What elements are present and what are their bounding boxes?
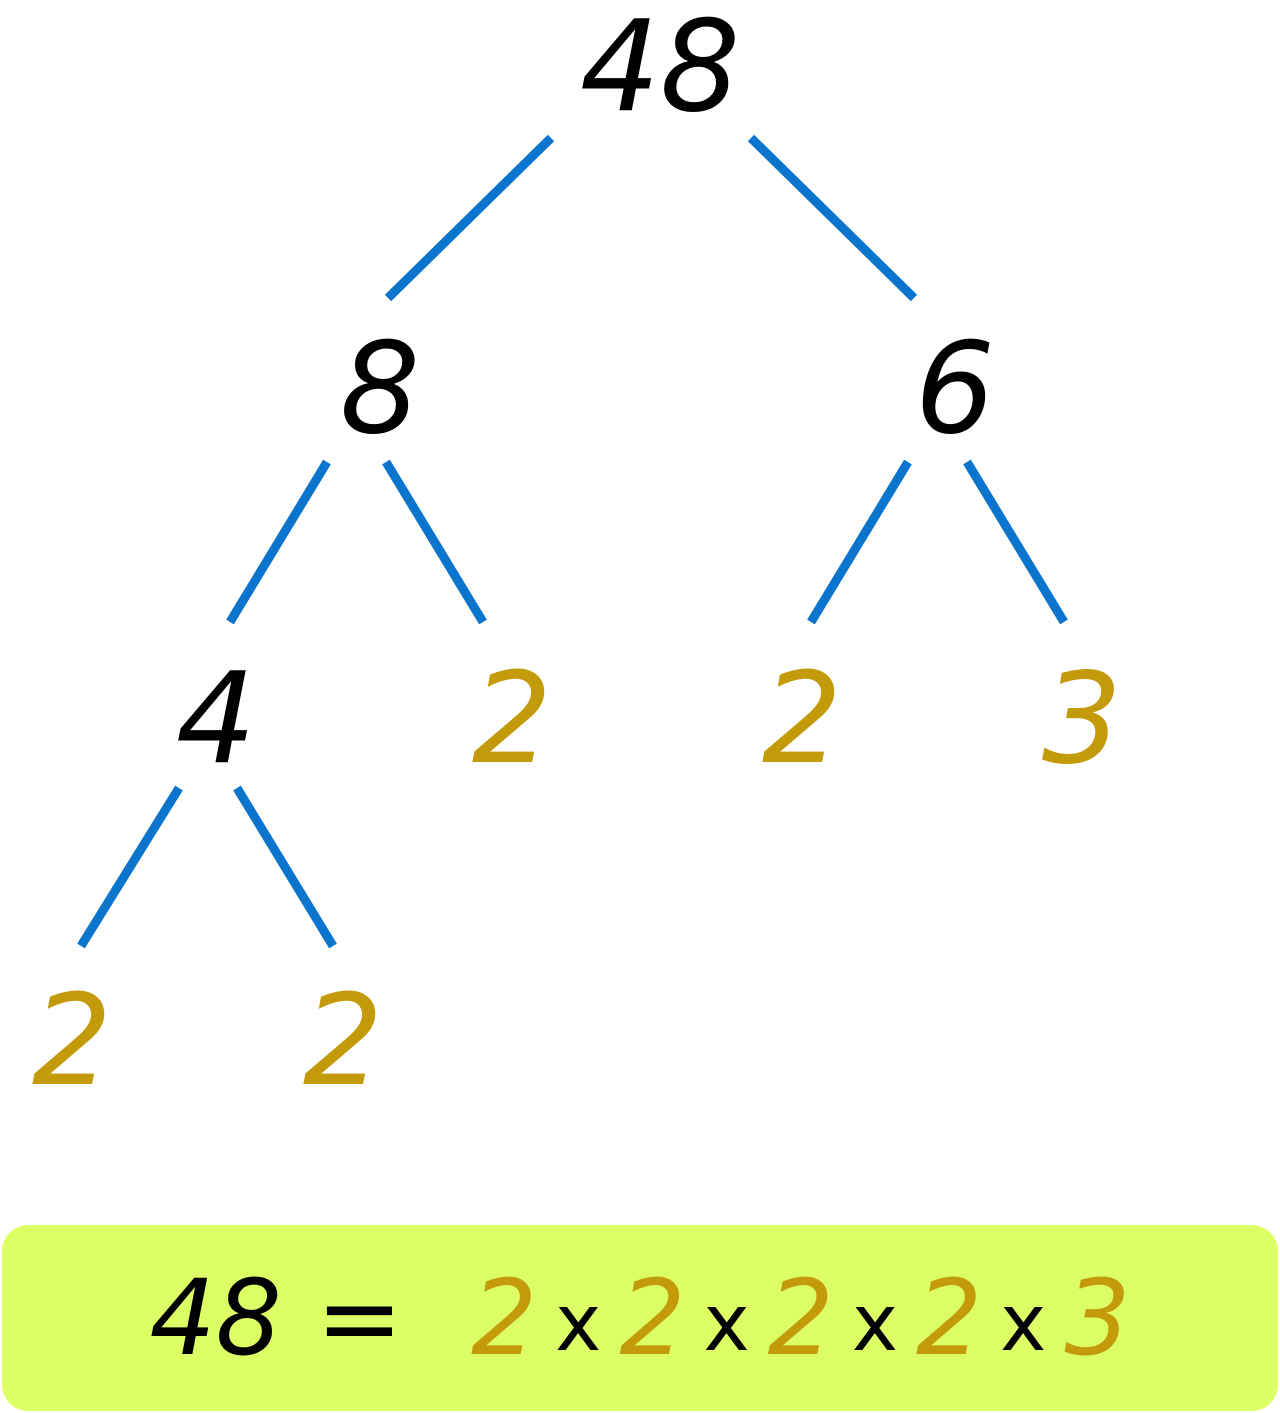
- equation-number: 48: [149, 1257, 282, 1379]
- branch-4-to-2-right: [233, 785, 337, 949]
- equals-sign: =: [315, 1257, 403, 1379]
- node-level3-b: 2: [303, 967, 383, 1114]
- times-sign-1: x: [555, 1279, 602, 1369]
- branch-8-to-2: [382, 459, 487, 625]
- branch-48-to-8: [384, 134, 555, 302]
- branch-6-to-2: [807, 459, 912, 625]
- node-root: 48: [580, 0, 740, 140]
- branch-6-to-3: [963, 459, 1068, 625]
- factor-5: 3: [1064, 1257, 1131, 1379]
- branch-4-to-2-left: [77, 785, 183, 949]
- node-level2-a: 4: [176, 645, 256, 792]
- node-level2-b: 2: [472, 645, 552, 792]
- times-sign-3: x: [851, 1279, 898, 1369]
- branch-48-to-6: [747, 134, 918, 302]
- node-level3-a: 2: [32, 967, 112, 1114]
- node-level1-right: 6: [915, 315, 995, 462]
- branch-8-to-4: [226, 459, 331, 625]
- tree-nodes: 48 8 6 4 2 2 3 2 2: [32, 0, 1122, 1114]
- node-level2-d: 3: [1042, 645, 1122, 792]
- times-sign-4: x: [1000, 1279, 1047, 1369]
- factor-1: 2: [470, 1257, 538, 1379]
- factor-2: 2: [619, 1257, 686, 1379]
- node-level2-c: 2: [762, 645, 842, 792]
- node-level1-left: 8: [340, 315, 420, 462]
- times-sign-2: x: [703, 1279, 750, 1369]
- factor-4: 2: [916, 1257, 983, 1379]
- tree-branches: [77, 134, 1068, 949]
- factor-3: 2: [767, 1257, 834, 1379]
